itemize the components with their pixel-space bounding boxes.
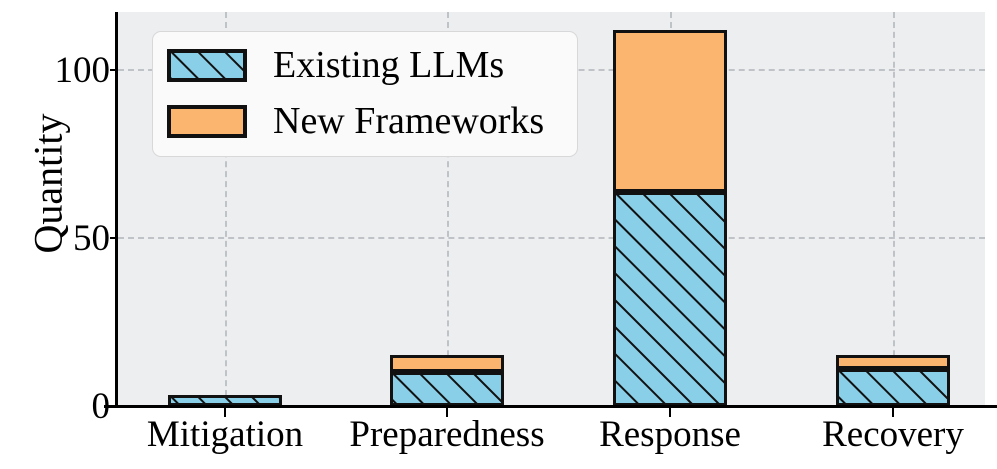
gridline-x-recovery bbox=[893, 12, 895, 406]
x-tick-mark-mitigation bbox=[224, 408, 227, 417]
plot-area: Existing LLMs New Frameworks bbox=[118, 12, 985, 406]
x-tick-mark-response bbox=[669, 408, 672, 417]
bar-response-existing-llms bbox=[613, 192, 727, 406]
x-tick-label-response: Response bbox=[599, 414, 741, 455]
x-tick-label-mitigation: Mitigation bbox=[146, 414, 304, 455]
bar-mitigation-existing-llms bbox=[168, 395, 282, 406]
legend-label-existing-llms: Existing LLMs bbox=[273, 44, 505, 86]
gridline-x-mitigation bbox=[225, 12, 227, 406]
bar-preparedness-existing-llms bbox=[390, 372, 504, 406]
legend-swatch-existing-llms bbox=[167, 48, 247, 82]
x-axis-spine bbox=[104, 405, 997, 408]
hatch-pattern-icon bbox=[171, 52, 243, 78]
y-tick-label-100: 100 bbox=[54, 50, 111, 91]
bar-preparedness-new-frameworks bbox=[390, 355, 504, 372]
hatch-pattern-icon bbox=[393, 375, 501, 403]
bar-recovery-existing-llms bbox=[836, 369, 950, 406]
y-axis-spine bbox=[115, 12, 118, 408]
legend-item-existing-llms: Existing LLMs bbox=[167, 42, 504, 88]
gridline-y-50 bbox=[118, 237, 985, 239]
hatch-pattern-icon bbox=[839, 372, 947, 403]
x-tick-mark-preparedness bbox=[446, 408, 449, 417]
x-tick-mark-recovery bbox=[892, 408, 895, 417]
legend-item-new-frameworks: New Frameworks bbox=[167, 98, 544, 144]
hatch-pattern-icon bbox=[171, 398, 279, 403]
y-axis-ticks: 100 50 0 bbox=[0, 0, 119, 469]
x-tick-label-preparedness: Preparedness bbox=[349, 414, 545, 455]
y-tick-mark-50 bbox=[110, 237, 119, 240]
chart-legend: Existing LLMs New Frameworks bbox=[152, 31, 578, 157]
hatch-pattern-icon bbox=[616, 195, 724, 403]
gridline-x-preparedness bbox=[447, 12, 449, 406]
legend-swatch-new-frameworks bbox=[167, 104, 247, 138]
bar-recovery-new-frameworks bbox=[836, 355, 950, 369]
x-tick-label-recovery: Recovery bbox=[822, 414, 964, 455]
y-tick-label-50: 50 bbox=[73, 218, 110, 259]
y-tick-mark-100 bbox=[110, 69, 119, 72]
bar-response-new-frameworks bbox=[613, 30, 727, 192]
y-tick-label-0: 0 bbox=[91, 386, 111, 427]
legend-label-new-frameworks: New Frameworks bbox=[273, 100, 545, 142]
